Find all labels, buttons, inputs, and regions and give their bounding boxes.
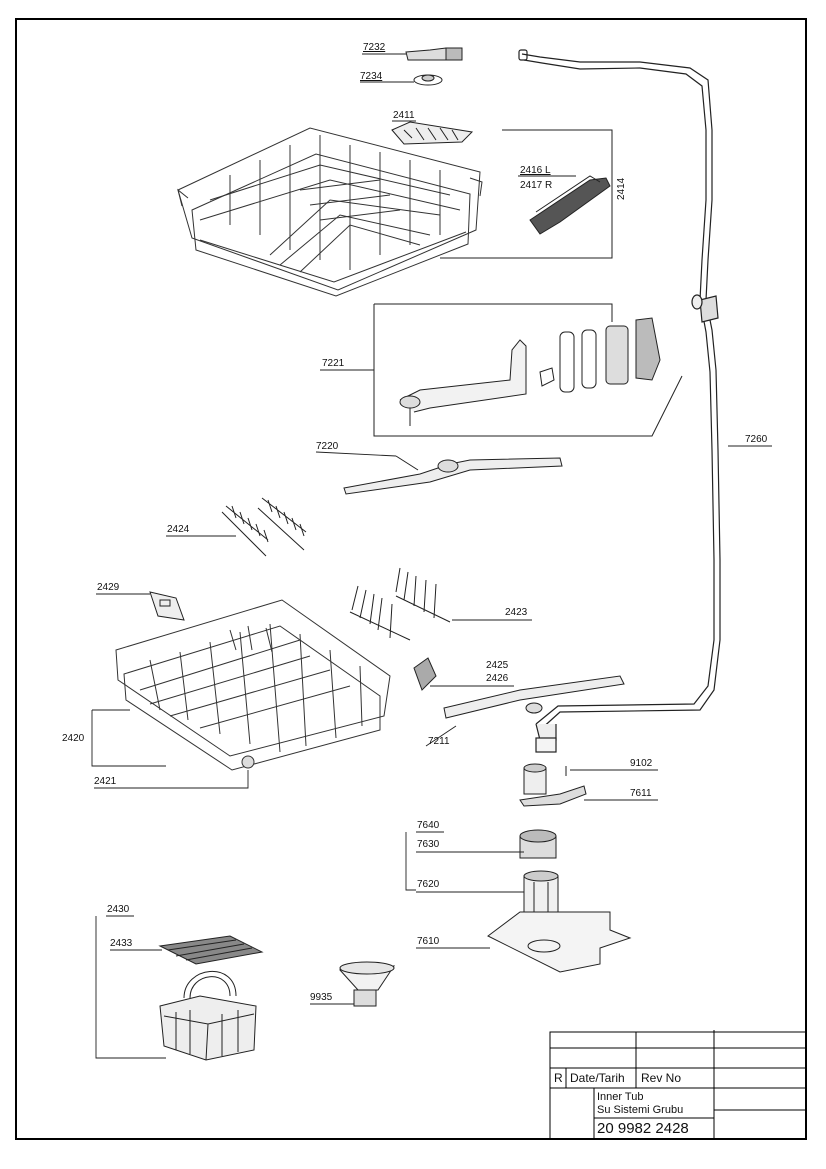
label-2420: 2420 — [62, 733, 85, 744]
water-pipe-drawing — [518, 49, 721, 753]
title-name-en: Inner Tub — [597, 1091, 644, 1103]
label-7234: 7234 — [360, 71, 383, 82]
label-7610: 7610 — [417, 936, 440, 947]
funnel-9935-drawing — [338, 961, 395, 1007]
rack-2424-drawing — [221, 497, 307, 557]
label-2417: 2417 R — [520, 180, 553, 191]
label-9935: 9935 — [310, 992, 333, 1003]
tines-2423-drawing — [349, 567, 451, 641]
filter-group-drawing — [487, 829, 632, 973]
label-7611: 7611 — [630, 788, 652, 799]
label-9102: 9102 — [630, 758, 653, 769]
sheet-frame — [15, 18, 807, 1140]
part-7234-drawing — [413, 74, 443, 86]
lower-spray-arm-drawing — [443, 675, 625, 719]
label-7221: 7221 — [322, 358, 345, 369]
part-7611-drawing — [519, 763, 587, 807]
label-7211: 7211 — [428, 736, 450, 747]
title-name-tr: Su Sistemi Grubu — [597, 1104, 684, 1116]
part-7232-drawing — [405, 47, 463, 61]
label-2424: 2424 — [167, 524, 190, 535]
title-block-grid — [549, 1030, 807, 1140]
label-7232: 7232 — [363, 42, 386, 53]
label-2421: 2421 — [94, 776, 117, 787]
title-rev-no-label: Rev No — [641, 1071, 682, 1085]
upper-spray-arm-drawing — [343, 455, 563, 495]
lower-basket-drawing — [115, 599, 391, 771]
part-7221-box — [366, 303, 683, 437]
label-7260: 7260 — [745, 434, 768, 445]
label-2411: 2411 — [393, 110, 415, 121]
part-2425-drawing — [413, 657, 437, 691]
label-2416: 2416 L — [520, 165, 551, 176]
part-2411-drawing — [391, 121, 474, 145]
bracket-2414-group — [440, 129, 613, 259]
label-2414: 2414 — [616, 177, 627, 200]
title-rev-letter: R — [554, 1071, 563, 1085]
cutlery-basket-drawing — [158, 935, 264, 1061]
label-7640: 7640 — [417, 820, 440, 831]
leader-lines — [91, 53, 772, 1059]
label-2433: 2433 — [110, 938, 133, 949]
label-2426: 2426 — [486, 673, 509, 684]
label-2430: 2430 — [107, 904, 130, 915]
title-date-label: Date/Tarih — [570, 1071, 625, 1085]
label-2425: 2425 — [486, 660, 509, 671]
upper-basket-drawing — [177, 127, 483, 297]
label-2423: 2423 — [505, 607, 528, 618]
label-7630: 7630 — [417, 839, 440, 850]
label-7620: 7620 — [417, 879, 440, 890]
label-7220: 7220 — [316, 441, 339, 452]
part-2429-drawing — [149, 591, 185, 621]
drawing-number: 20 9982 2428 — [597, 1120, 689, 1137]
label-2429: 2429 — [97, 582, 120, 593]
